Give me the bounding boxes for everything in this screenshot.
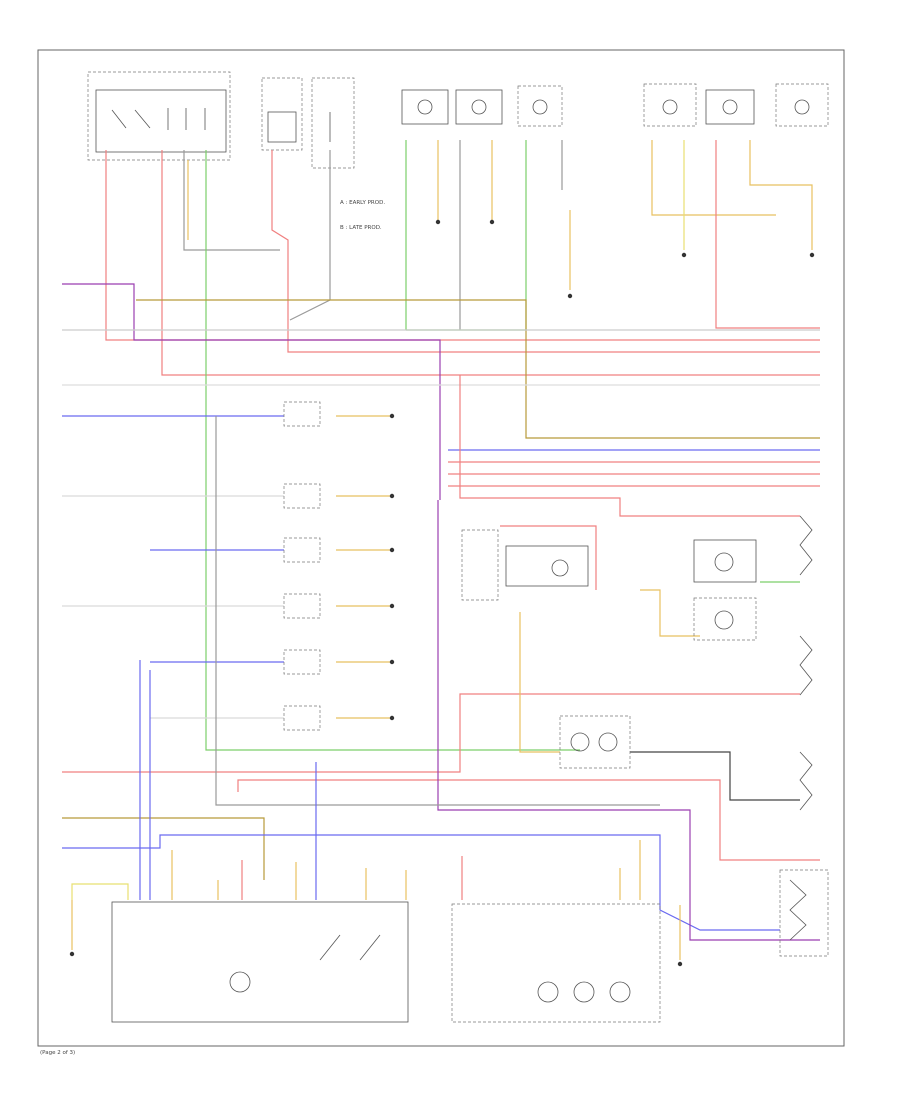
page-label: (Page 2 of 3) <box>40 1050 75 1056</box>
center-lamp-components <box>461 529 757 769</box>
wires <box>62 140 820 960</box>
right-door-switches <box>779 515 829 957</box>
ground-symbols <box>69 219 815 967</box>
top-components <box>87 71 829 169</box>
diagram-frame <box>37 49 845 1047</box>
interior-light-switches <box>283 401 321 731</box>
legend-item-a: A : EARLY PROD. <box>340 200 385 206</box>
legend-item-b: B : LATE PROD. <box>340 225 382 231</box>
bottom-modules <box>111 901 661 1023</box>
